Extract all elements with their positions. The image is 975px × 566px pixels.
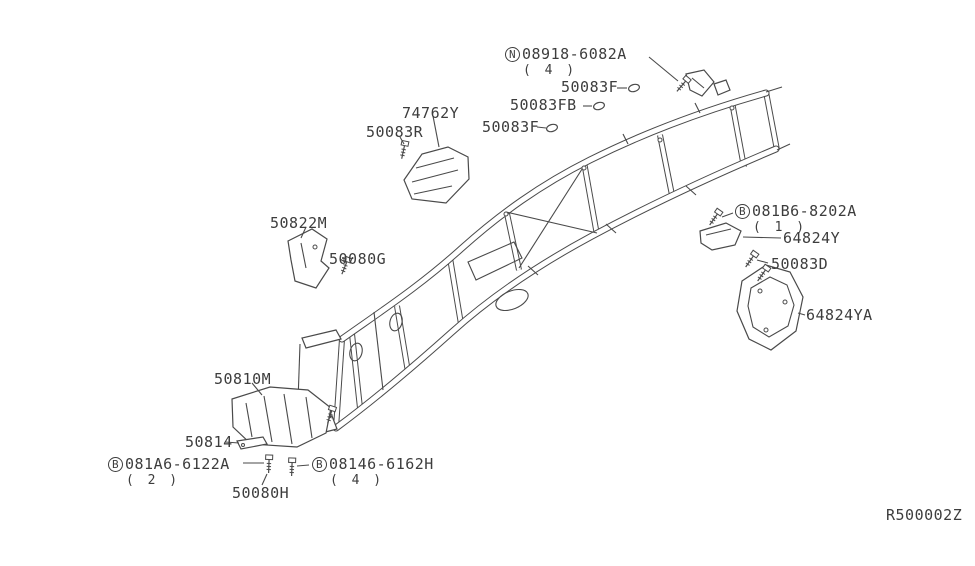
washer-icon [593, 101, 605, 111]
bolt-icon [742, 249, 760, 270]
washer-icon [546, 123, 558, 133]
label-50810M: 50810M [214, 370, 272, 388]
part-number: 081A6-6122A [125, 455, 230, 473]
circled-prefix: N [505, 47, 520, 62]
part-50814-strap [236, 436, 268, 450]
label-64824YA: 64824YA [806, 306, 873, 324]
part-50810M-skid-plate [231, 386, 332, 448]
label-50080H: 50080H [232, 484, 290, 502]
part-50822M-bracket [287, 228, 330, 289]
part-number: 50083F [561, 78, 619, 96]
label-64824Y: 64824Y [783, 229, 841, 247]
label-50083F-2: 50083F [482, 118, 540, 136]
label-50080G: 50080G [329, 250, 387, 268]
part-number: 50083FB [510, 96, 577, 114]
quantity: ( 4 ) [330, 473, 385, 489]
part-number: 64824YA [806, 306, 873, 324]
part-number: 50080G [329, 250, 387, 268]
label-50083D: 50083D [771, 255, 829, 273]
part-number: 50814 [185, 433, 233, 451]
label-50083F-1: 50083F [561, 78, 619, 96]
part-rear-bracket-50083F [685, 69, 731, 97]
label-50822M: 50822M [270, 214, 328, 232]
label-50814: 50814 [185, 433, 233, 451]
quantity: ( 2 ) [126, 473, 181, 489]
bolt-icon [287, 457, 297, 477]
part-number: 50810M [214, 370, 272, 388]
part-number: 50083F [482, 118, 540, 136]
part-number: 50083D [771, 255, 829, 273]
label-74762Y: 74762Y [402, 104, 460, 122]
part-number: 08146-6162H [329, 455, 434, 473]
part-number: 74762Y [402, 104, 460, 122]
part-64824YA-gusset [736, 264, 804, 351]
label-50083R: 50083R [366, 123, 424, 141]
part-number: 50083R [366, 123, 424, 141]
part-64824Y-bracket [699, 222, 742, 251]
leader-lines [224, 56, 806, 486]
quantity: ( 4 ) [523, 63, 578, 79]
circled-prefix: B [735, 204, 750, 219]
part-number: 50080H [232, 484, 290, 502]
washer-icon [628, 83, 640, 93]
circled-prefix: B [108, 457, 123, 472]
label-50083FB: 50083FB [510, 96, 577, 114]
diagram-reference-code: R500002Z [886, 506, 963, 524]
part-number: 081B6-8202A [752, 202, 857, 220]
part-number: 64824Y [783, 229, 841, 247]
part-74762Y-heat-shield [403, 146, 470, 204]
chassis-frame [295, 86, 791, 439]
part-number: 50822M [270, 214, 328, 232]
part-number: 08918-6082A [522, 45, 627, 63]
bolt-icon [264, 454, 274, 474]
quantity: ( 1 ) [753, 220, 808, 236]
circled-prefix: B [312, 457, 327, 472]
